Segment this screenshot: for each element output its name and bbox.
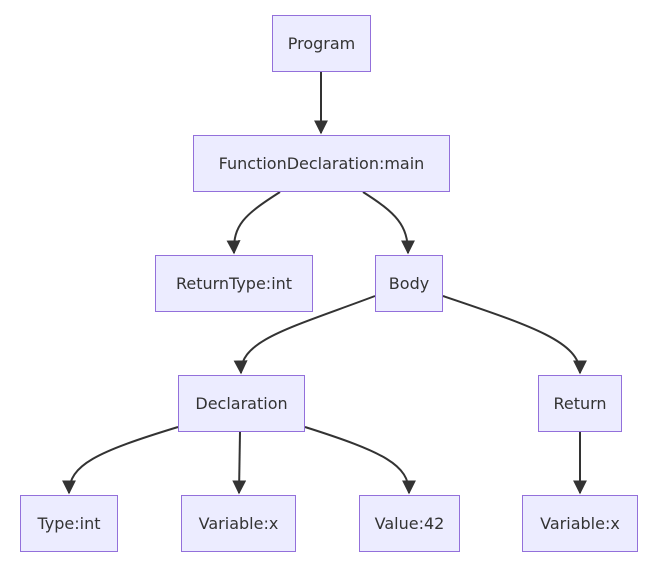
edge-body-to-declaration bbox=[233, 295, 376, 375]
node-value-42: Value:42 bbox=[359, 495, 460, 552]
node-variable-x-return: Variable:x bbox=[522, 495, 638, 552]
edge-declaration-to-type-int bbox=[62, 426, 179, 495]
node-return: Return bbox=[538, 375, 622, 432]
edge-function-declaration-to-body bbox=[362, 191, 415, 255]
edge-function-declaration-to-return-type bbox=[226, 191, 281, 255]
node-declaration: Declaration bbox=[178, 375, 305, 432]
node-program: Program bbox=[272, 15, 371, 72]
node-function-declaration-main: FunctionDeclaration:main bbox=[193, 135, 450, 192]
edge-body-to-return bbox=[442, 295, 587, 375]
edge-declaration-to-variable-x bbox=[232, 431, 247, 495]
node-type-int: Type:int bbox=[20, 495, 118, 552]
node-return-type-int: ReturnType:int bbox=[155, 255, 313, 312]
node-variable-x-declaration: Variable:x bbox=[181, 495, 296, 552]
edge-declaration-to-value-42 bbox=[304, 426, 416, 495]
node-body: Body bbox=[375, 255, 443, 312]
